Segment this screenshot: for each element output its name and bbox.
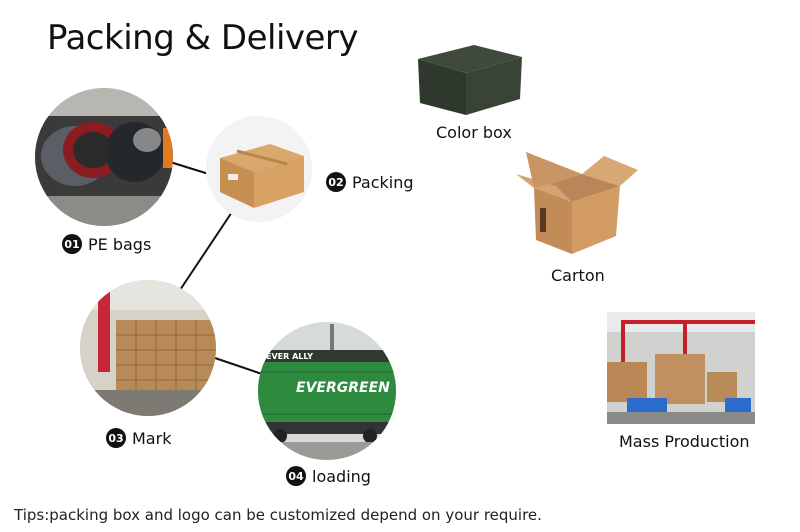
step-number-badge: 02 xyxy=(326,172,346,192)
page-title: Packing & Delivery xyxy=(47,18,359,58)
carton-image xyxy=(516,150,640,256)
container-small-brand: EVER ALLY xyxy=(266,352,313,361)
step-label: Packing xyxy=(352,172,414,192)
loading-container-photo: EVER ALLY EVERGREEN xyxy=(258,322,396,460)
step-number-badge: 03 xyxy=(106,428,126,448)
color-box-label: Color box xyxy=(436,123,512,142)
container-brand: EVERGREEN xyxy=(296,380,390,396)
step-number-badge: 04 xyxy=(286,466,306,486)
carton-label: Carton xyxy=(551,266,605,285)
step-pe-bags: 01 PE bags xyxy=(62,234,151,254)
mark-warehouse-photo xyxy=(80,280,216,416)
step-number-badge: 01 xyxy=(62,234,82,254)
tips-text: Tips:packing box and logo can be customi… xyxy=(14,506,542,524)
step-label: PE bags xyxy=(88,234,152,254)
pe-bags-photo xyxy=(35,88,173,226)
step-mark: 03 Mark xyxy=(106,428,171,448)
color-box-image xyxy=(418,45,522,117)
mass-production-photo xyxy=(607,312,755,424)
packing-photo xyxy=(206,116,312,222)
step-packing: 02 Packing xyxy=(326,172,414,192)
step-label: Mark xyxy=(132,428,172,448)
step-label: loading xyxy=(312,466,371,486)
step-loading: 04 loading xyxy=(286,466,371,486)
mass-production-label: Mass Production xyxy=(619,432,750,451)
